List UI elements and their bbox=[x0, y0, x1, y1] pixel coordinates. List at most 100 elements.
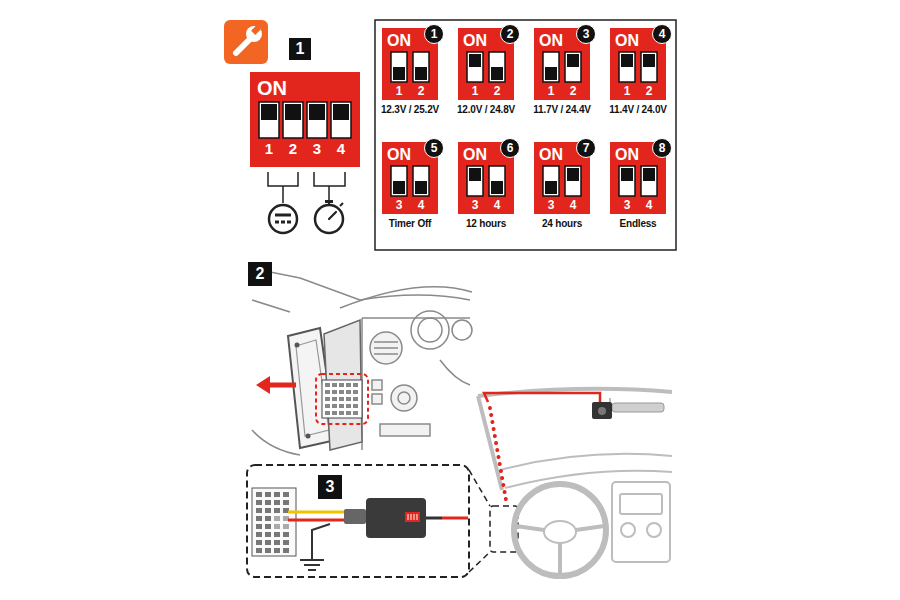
switch-knob bbox=[567, 54, 579, 67]
fuse bbox=[256, 516, 262, 521]
fuse bbox=[332, 397, 337, 401]
fuse bbox=[256, 548, 262, 553]
fuse bbox=[339, 390, 344, 394]
switch-slot bbox=[619, 52, 635, 82]
fuse bbox=[274, 516, 280, 521]
switch-slot bbox=[641, 166, 657, 196]
fuse bbox=[353, 397, 358, 401]
switch-number: 3 bbox=[472, 199, 479, 212]
fuse bbox=[274, 540, 280, 545]
red-arrow bbox=[256, 376, 296, 394]
switch-knob bbox=[285, 104, 301, 120]
fuse bbox=[283, 540, 289, 545]
hardwire-kit bbox=[288, 498, 468, 570]
fuse-panel bbox=[322, 380, 362, 418]
setting-caption: 12 hours bbox=[466, 218, 506, 229]
switch-knob bbox=[621, 168, 633, 181]
on-label: ON bbox=[615, 146, 639, 164]
switch-number: 3 bbox=[548, 199, 555, 212]
switch-slot bbox=[543, 52, 559, 82]
fuse bbox=[346, 390, 351, 394]
switch-number: 3 bbox=[313, 141, 321, 158]
switch-knob bbox=[545, 181, 557, 194]
dash-side-panel bbox=[324, 320, 362, 450]
callout-number: 3 bbox=[576, 24, 596, 44]
switch-knob bbox=[567, 168, 579, 181]
switch-knob bbox=[261, 104, 277, 120]
switch-knob bbox=[469, 168, 481, 181]
switch-number: 4 bbox=[494, 199, 501, 212]
fuse bbox=[283, 492, 289, 497]
on-label: ON bbox=[539, 146, 563, 164]
callout-number: 1 bbox=[424, 24, 444, 44]
bracket bbox=[268, 172, 345, 203]
switch-knob bbox=[469, 54, 481, 67]
fuse bbox=[256, 540, 262, 545]
switch-slot bbox=[391, 52, 407, 82]
callout-number: 8 bbox=[652, 138, 672, 158]
callout-number: 2 bbox=[500, 24, 520, 44]
car-interior bbox=[478, 389, 672, 576]
switch-knob bbox=[545, 67, 557, 80]
fuse bbox=[265, 492, 271, 497]
setting-caption: 24 hours bbox=[542, 218, 582, 229]
fuse bbox=[346, 404, 351, 408]
callout-number: 6 bbox=[500, 138, 520, 158]
fuse bbox=[256, 508, 262, 513]
switch-slot bbox=[283, 102, 303, 138]
fuse bbox=[353, 411, 358, 415]
switch-knob bbox=[309, 104, 325, 120]
fuse bbox=[265, 516, 271, 521]
switch-slot bbox=[413, 166, 429, 196]
on-label: ON bbox=[463, 32, 487, 50]
fuse bbox=[339, 397, 344, 401]
fuse bbox=[332, 404, 337, 408]
step-number: 2 bbox=[248, 262, 272, 286]
switch-number: 1 bbox=[548, 85, 555, 98]
fuse bbox=[265, 508, 271, 513]
switch-knob bbox=[393, 67, 405, 80]
fuse bbox=[256, 492, 262, 497]
on-label: ON bbox=[463, 146, 487, 164]
step-number: 1 bbox=[289, 38, 311, 60]
fuse bbox=[339, 404, 344, 408]
fuse-highlight bbox=[316, 374, 368, 424]
on-label: ON bbox=[539, 32, 563, 50]
setting-caption: 11.4V / 24.0V bbox=[609, 104, 666, 115]
switch-number: 1 bbox=[624, 85, 631, 98]
fuse bbox=[274, 532, 280, 537]
switch-number: 2 bbox=[418, 85, 425, 98]
switch-knob bbox=[491, 67, 503, 80]
fuse bbox=[332, 383, 337, 387]
fuse bbox=[346, 397, 351, 401]
setting-caption: 12.0V / 24.8V bbox=[457, 104, 515, 115]
fuse bbox=[283, 548, 289, 553]
switch-slot bbox=[307, 102, 327, 138]
switch-number: 1 bbox=[472, 85, 479, 98]
fuse bbox=[274, 500, 280, 505]
fuse bbox=[256, 532, 262, 537]
switch-slot bbox=[331, 102, 351, 138]
switch-slot bbox=[565, 52, 581, 82]
setting-caption: Timer Off bbox=[389, 218, 431, 229]
fuse bbox=[265, 532, 271, 537]
step3-frame bbox=[247, 465, 469, 577]
switch-number: 2 bbox=[570, 85, 577, 98]
fuse bbox=[353, 390, 358, 394]
fuse bbox=[353, 404, 358, 408]
on-label: ON bbox=[257, 77, 287, 99]
switch-knob bbox=[333, 104, 349, 120]
fuse bbox=[265, 524, 271, 529]
on-label: ON bbox=[387, 146, 411, 164]
car-side-view bbox=[250, 268, 472, 455]
timer-icon bbox=[315, 200, 343, 233]
switch-slot bbox=[467, 166, 483, 196]
fuse bbox=[346, 383, 351, 387]
callout-lines bbox=[469, 470, 518, 572]
fuse bbox=[256, 500, 262, 505]
switch-number: 1 bbox=[396, 85, 403, 98]
fuse bbox=[332, 390, 337, 394]
switch-number: 4 bbox=[418, 199, 425, 212]
fuse bbox=[325, 411, 330, 415]
